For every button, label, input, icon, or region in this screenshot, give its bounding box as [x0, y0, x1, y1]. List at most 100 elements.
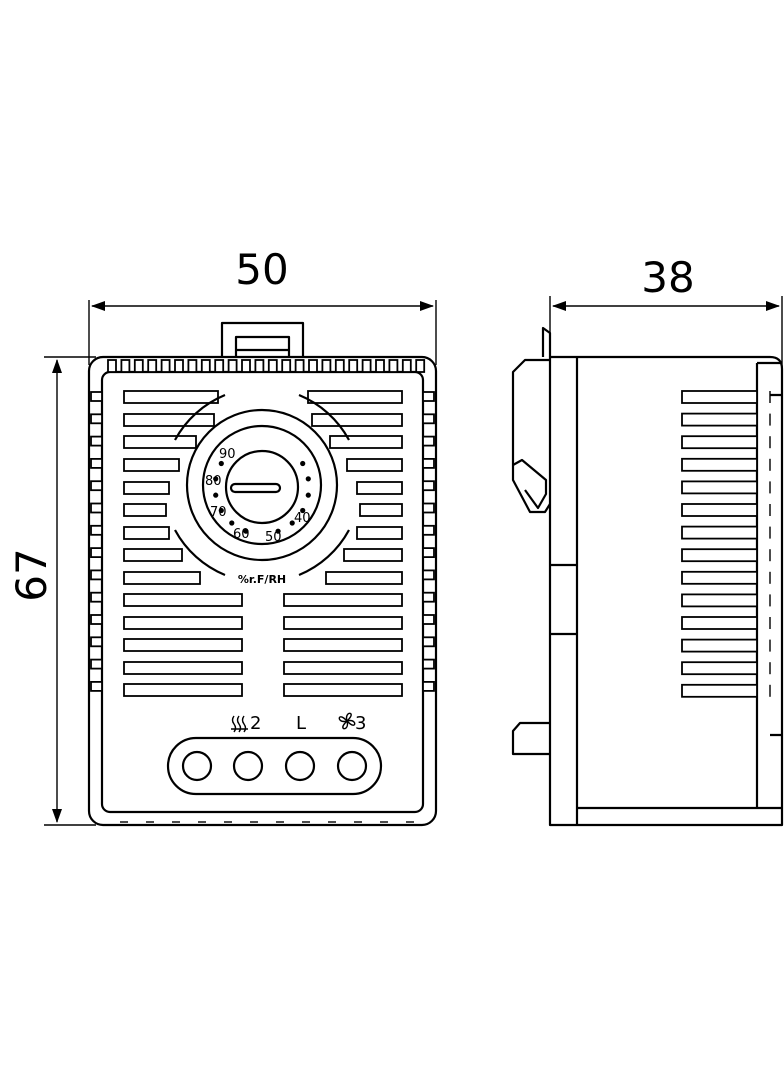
vent-slot-left: [123, 435, 197, 449]
right-rib: [422, 502, 435, 514]
vent-slot-right: [346, 458, 403, 472]
right-rib: [422, 480, 435, 492]
vent-slot-right: [283, 661, 403, 675]
top-tooth: [308, 359, 318, 373]
height-dimension: 67: [7, 356, 96, 826]
left-rib: [90, 681, 103, 692]
top-tooth: [281, 359, 292, 373]
vent-slot-right: [283, 683, 403, 697]
top-tooth: [147, 359, 158, 373]
front-housing: [87, 355, 438, 827]
top-tooth: [214, 359, 225, 373]
dial-bezel: [185, 408, 339, 562]
top-tooth: [241, 359, 251, 373]
vent-slot-right: [325, 571, 403, 585]
vent-slot-left: [123, 526, 170, 540]
scale-label-80: 80: [205, 474, 222, 489]
height-dimension-label: 67: [7, 548, 56, 601]
vent-slot-right: [359, 503, 403, 517]
depth-dimension-label: 38: [641, 253, 694, 302]
right-rib: [422, 591, 435, 603]
left-rib: [90, 413, 103, 425]
scale-dot: [213, 476, 219, 482]
side-vent-slot: [681, 435, 758, 450]
top-vent-teeth: [107, 359, 426, 373]
scale-label-70: 70: [210, 505, 227, 520]
width-dimension-label: 50: [235, 245, 288, 294]
front-view: 90 80 70 60 50 40 %r.F/RH 2 L 3: [87, 321, 438, 827]
terminal-block: [166, 736, 383, 796]
top-tooth: [375, 359, 385, 373]
side-vent-slot: [681, 457, 758, 472]
side-vent-slot: [681, 683, 758, 698]
scale-dot: [300, 507, 306, 514]
top-tooth: [133, 359, 144, 373]
vent-slot-left: [123, 661, 243, 675]
left-rib: [90, 658, 103, 670]
heater-terminal-label: 2: [250, 713, 261, 734]
left-rib: [90, 591, 103, 603]
top-tooth: [120, 359, 131, 373]
scale-dot: [218, 507, 224, 514]
top-tooth: [361, 359, 372, 373]
scale-dot: [243, 528, 249, 534]
vent-slot-right: [329, 435, 403, 449]
terminal-screw-line-2[interactable]: [284, 750, 316, 782]
right-rib: [422, 413, 435, 425]
knob-pointer: [229, 482, 282, 494]
width-dimension: 50: [88, 245, 437, 365]
top-tooth: [200, 359, 211, 373]
vent-slot-left: [123, 458, 180, 472]
left-rib: [90, 391, 103, 402]
scale-dot: [213, 492, 219, 498]
top-tooth: [294, 359, 305, 373]
fan-icon: [338, 712, 356, 730]
vent-slot-right: [283, 638, 403, 652]
vent-slot-left: [123, 593, 243, 607]
right-rib: [422, 457, 435, 469]
vent-slot-right: [307, 390, 403, 404]
right-rib: [422, 435, 435, 447]
right-rib: [422, 391, 435, 402]
top-tooth: [321, 359, 332, 373]
right-rib: [422, 636, 435, 648]
scale-dot: [305, 476, 311, 482]
scale-label-90: 90: [219, 447, 236, 462]
terminal-screw-heater[interactable]: [181, 750, 213, 782]
side-vent-slot: [681, 616, 758, 630]
terminal-screw-fan[interactable]: [336, 750, 368, 782]
left-rib: [90, 614, 103, 625]
left-rib: [90, 524, 103, 536]
right-rib: [422, 614, 435, 625]
top-clip: [220, 321, 305, 357]
side-vent-slot: [681, 570, 758, 585]
vent-slot-left: [123, 548, 183, 562]
scale-dot: [229, 520, 235, 526]
vent-slot-left: [123, 638, 243, 652]
vent-slot-left: [123, 390, 219, 404]
left-rib: [90, 569, 103, 581]
top-tooth: [348, 359, 359, 373]
left-rib: [90, 457, 103, 469]
left-rib: [90, 435, 103, 447]
side-vent-slot: [681, 390, 758, 404]
terminal-screw-line-1[interactable]: [232, 750, 264, 782]
depth-dimension: 38: [549, 253, 783, 420]
side-vent-slot: [681, 503, 758, 517]
left-rib: [90, 480, 103, 492]
humidity-knob[interactable]: [224, 449, 300, 525]
side-vent-slot: [681, 593, 758, 608]
vent-slot-right: [356, 526, 403, 540]
side-vent-slot: [681, 638, 758, 653]
top-tooth: [388, 359, 399, 373]
scale-label-60: 60: [233, 527, 250, 542]
side-vent-slot: [681, 480, 758, 495]
vent-slot-left: [123, 413, 215, 427]
side-view: [511, 326, 784, 827]
right-rib: [422, 569, 435, 581]
top-tooth: [160, 359, 171, 373]
vent-slot-right: [356, 481, 403, 495]
right-rib: [422, 547, 435, 558]
top-tooth: [174, 359, 184, 373]
